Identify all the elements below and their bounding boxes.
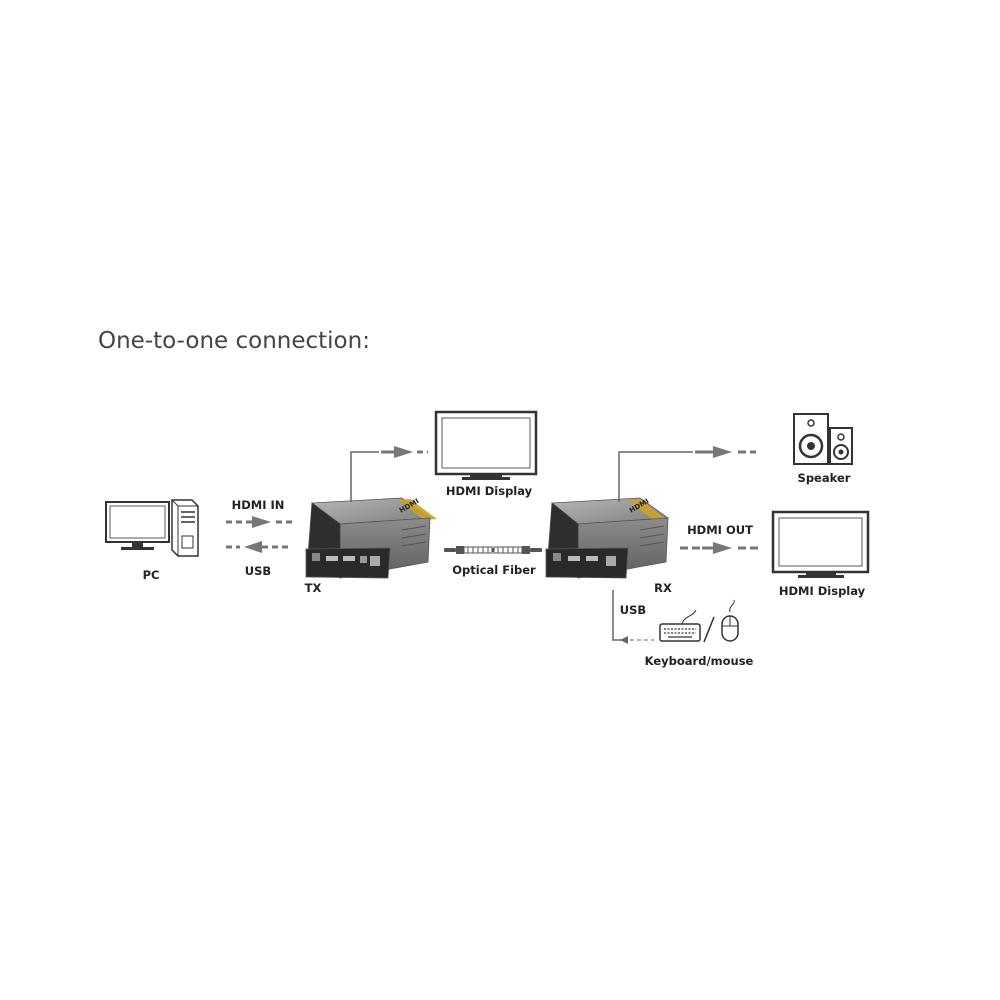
page-title: One-to-one connection: <box>98 328 370 354</box>
optical-fiber-cable <box>444 546 542 554</box>
rx-to-speaker-line <box>618 446 756 502</box>
hdmi-out-arrow <box>680 542 762 554</box>
rx-device: HDMI <box>545 497 670 579</box>
hdmi-display-top-label: HDMI Display <box>446 484 533 498</box>
hdmi-display-right-icon <box>771 510 870 578</box>
pc-icon <box>105 499 199 557</box>
speaker-label: Speaker <box>798 471 851 485</box>
speaker-icon <box>793 413 853 465</box>
tx-label: TX <box>305 581 322 595</box>
keyboard-mouse-label: Keyboard/mouse <box>645 654 754 668</box>
usb-left-arrow <box>226 541 292 553</box>
tx-device: HDMI <box>305 497 437 579</box>
usb-bottom-label: USB <box>620 603 646 617</box>
usb-bottom-line <box>612 590 654 644</box>
mouse-icon <box>721 599 739 642</box>
slash-separator <box>703 616 715 643</box>
tx-to-display-line <box>350 446 428 502</box>
optical-fiber-label: Optical Fiber <box>452 563 536 577</box>
hdmi-out-label: HDMI OUT <box>687 523 753 537</box>
hdmi-in-arrow <box>226 516 292 528</box>
keyboard-icon <box>659 609 701 642</box>
rx-label: RX <box>654 581 672 595</box>
hdmi-display-right-label: HDMI Display <box>779 584 866 598</box>
usb-left-label: USB <box>245 564 271 578</box>
hdmi-display-top-icon <box>434 410 538 480</box>
pc-label: PC <box>143 568 160 582</box>
hdmi-in-label: HDMI IN <box>232 498 285 512</box>
